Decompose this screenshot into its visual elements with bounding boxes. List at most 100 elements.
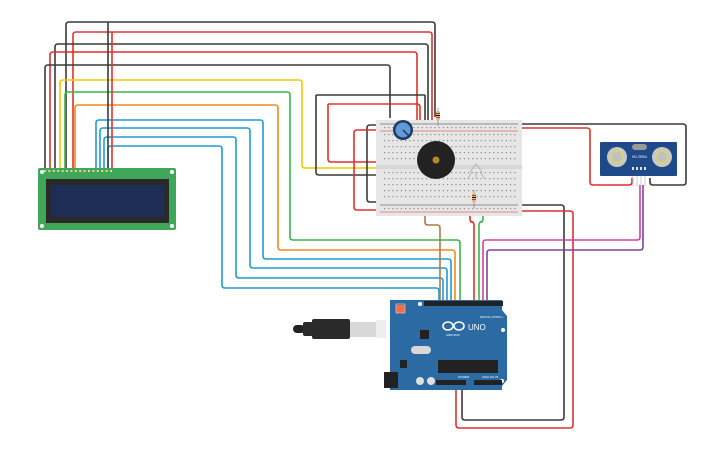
breadboard-hole bbox=[430, 140, 432, 142]
breadboard-hole bbox=[405, 196, 407, 198]
breadboard-hole bbox=[438, 127, 440, 129]
breadboard-hole bbox=[476, 184, 478, 186]
breadboard-hole bbox=[434, 140, 436, 142]
capacitor bbox=[416, 377, 424, 385]
breadboard-hole bbox=[484, 196, 486, 198]
breadboard-hole bbox=[497, 196, 499, 198]
breadboard-hole bbox=[442, 134, 444, 136]
wire-red[interactable] bbox=[327, 104, 398, 163]
reset-button[interactable] bbox=[396, 305, 405, 313]
wire-red[interactable] bbox=[49, 51, 418, 168]
wire-brown[interactable] bbox=[424, 200, 441, 300]
breadboard-hole bbox=[421, 184, 423, 186]
breadboard-hole bbox=[421, 127, 423, 129]
breadboard-hole bbox=[459, 172, 461, 174]
wire-black[interactable] bbox=[520, 123, 687, 186]
breadboard-hole bbox=[400, 196, 402, 198]
breadboard-hole bbox=[384, 196, 386, 198]
breadboard-hole bbox=[463, 208, 465, 210]
breadboard-hole bbox=[455, 208, 457, 210]
wire-black[interactable] bbox=[461, 204, 565, 421]
breadboard-hole bbox=[409, 184, 411, 186]
wire-red[interactable] bbox=[520, 127, 633, 186]
breadboard-hole bbox=[405, 208, 407, 210]
breadboard-hole bbox=[384, 127, 386, 129]
mount-hole bbox=[501, 328, 505, 332]
piezo-buzzer[interactable] bbox=[417, 141, 455, 179]
breadboard-hole bbox=[505, 146, 507, 148]
breadboard-hole bbox=[493, 196, 495, 198]
breadboard-hole bbox=[447, 134, 449, 136]
breadboard-hole bbox=[472, 178, 474, 180]
breadboard-hole bbox=[505, 127, 507, 129]
breadboard-hole bbox=[405, 158, 407, 160]
breadboard-hole bbox=[489, 178, 491, 180]
breadboard-hole bbox=[484, 152, 486, 154]
wire-green[interactable] bbox=[478, 192, 484, 300]
breadboard-hole bbox=[413, 146, 415, 148]
breadboard-hole bbox=[476, 140, 478, 142]
wire-black[interactable] bbox=[65, 21, 436, 168]
breadboard-hole bbox=[392, 127, 394, 129]
breadboard-hole bbox=[455, 178, 457, 180]
potentiometer-indicator bbox=[402, 129, 410, 137]
transistor[interactable] bbox=[467, 163, 485, 179]
sensor-transducer-center bbox=[612, 152, 622, 162]
breadboard-hole bbox=[472, 146, 474, 148]
wire-purple[interactable] bbox=[486, 185, 644, 300]
breadboard-hole bbox=[472, 158, 474, 160]
wire-blue[interactable] bbox=[103, 136, 444, 300]
wire-blue[interactable] bbox=[99, 127, 448, 300]
resistor-2[interactable] bbox=[472, 190, 476, 208]
lcd-mount-hole bbox=[40, 170, 44, 174]
breadboard-hole bbox=[489, 146, 491, 148]
breadboard-hole bbox=[489, 158, 491, 160]
wire-pink[interactable] bbox=[482, 185, 641, 300]
breadboard-hole bbox=[501, 172, 503, 174]
wire-red[interactable] bbox=[469, 200, 475, 300]
resistor-1[interactable] bbox=[436, 108, 440, 126]
breadboard-hole bbox=[468, 158, 470, 160]
breadboard-hole bbox=[459, 178, 461, 180]
usb-strain-relief bbox=[303, 322, 313, 336]
ultrasonic-sensor[interactable]: HC-SR04 bbox=[600, 142, 677, 186]
breadboard-hole bbox=[489, 134, 491, 136]
mount-hole bbox=[418, 302, 422, 306]
crystal-oscillator bbox=[411, 346, 431, 354]
breadboard-hole bbox=[468, 140, 470, 142]
wire-blue[interactable] bbox=[95, 119, 452, 300]
wire-red[interactable] bbox=[328, 103, 421, 125]
breadboard-hole bbox=[384, 208, 386, 210]
lcd-pin bbox=[88, 170, 90, 172]
wire-red[interactable] bbox=[72, 31, 433, 168]
breadboard-hole bbox=[438, 134, 440, 136]
breadboard-hole bbox=[384, 190, 386, 192]
breadboard-hole bbox=[476, 127, 478, 129]
breadboard-hole bbox=[505, 196, 507, 198]
breadboard-hole bbox=[455, 196, 457, 198]
wire-red[interactable] bbox=[353, 129, 380, 211]
lcd-pin bbox=[110, 170, 112, 172]
lcd-16x2[interactable] bbox=[38, 168, 176, 230]
breadboard-hole bbox=[421, 134, 423, 136]
breadboard-hole bbox=[459, 190, 461, 192]
usb-cable[interactable] bbox=[293, 319, 386, 339]
lcd-pin bbox=[52, 170, 55, 172]
arduino-uno[interactable]: DIGITAL (PWM~) POWER ANALOG IN UNO ARDUI… bbox=[384, 300, 507, 390]
resistor-band bbox=[436, 113, 440, 114]
breadboard-hole bbox=[438, 140, 440, 142]
wire-blue[interactable] bbox=[107, 145, 440, 300]
wire-black[interactable] bbox=[366, 124, 385, 203]
lcd-mount-hole bbox=[40, 224, 44, 228]
wire-red[interactable] bbox=[455, 210, 574, 429]
breadboard-hole bbox=[409, 140, 411, 142]
potentiometer[interactable] bbox=[393, 120, 413, 140]
breadboard-hole bbox=[484, 208, 486, 210]
wire-black[interactable] bbox=[44, 64, 391, 168]
wire-black[interactable] bbox=[54, 43, 429, 168]
breadboard-hole bbox=[392, 196, 394, 198]
wire-orange[interactable] bbox=[74, 104, 456, 300]
wire-green[interactable] bbox=[64, 91, 461, 300]
resistor-band bbox=[472, 197, 476, 198]
breadboard-hole bbox=[455, 146, 457, 148]
